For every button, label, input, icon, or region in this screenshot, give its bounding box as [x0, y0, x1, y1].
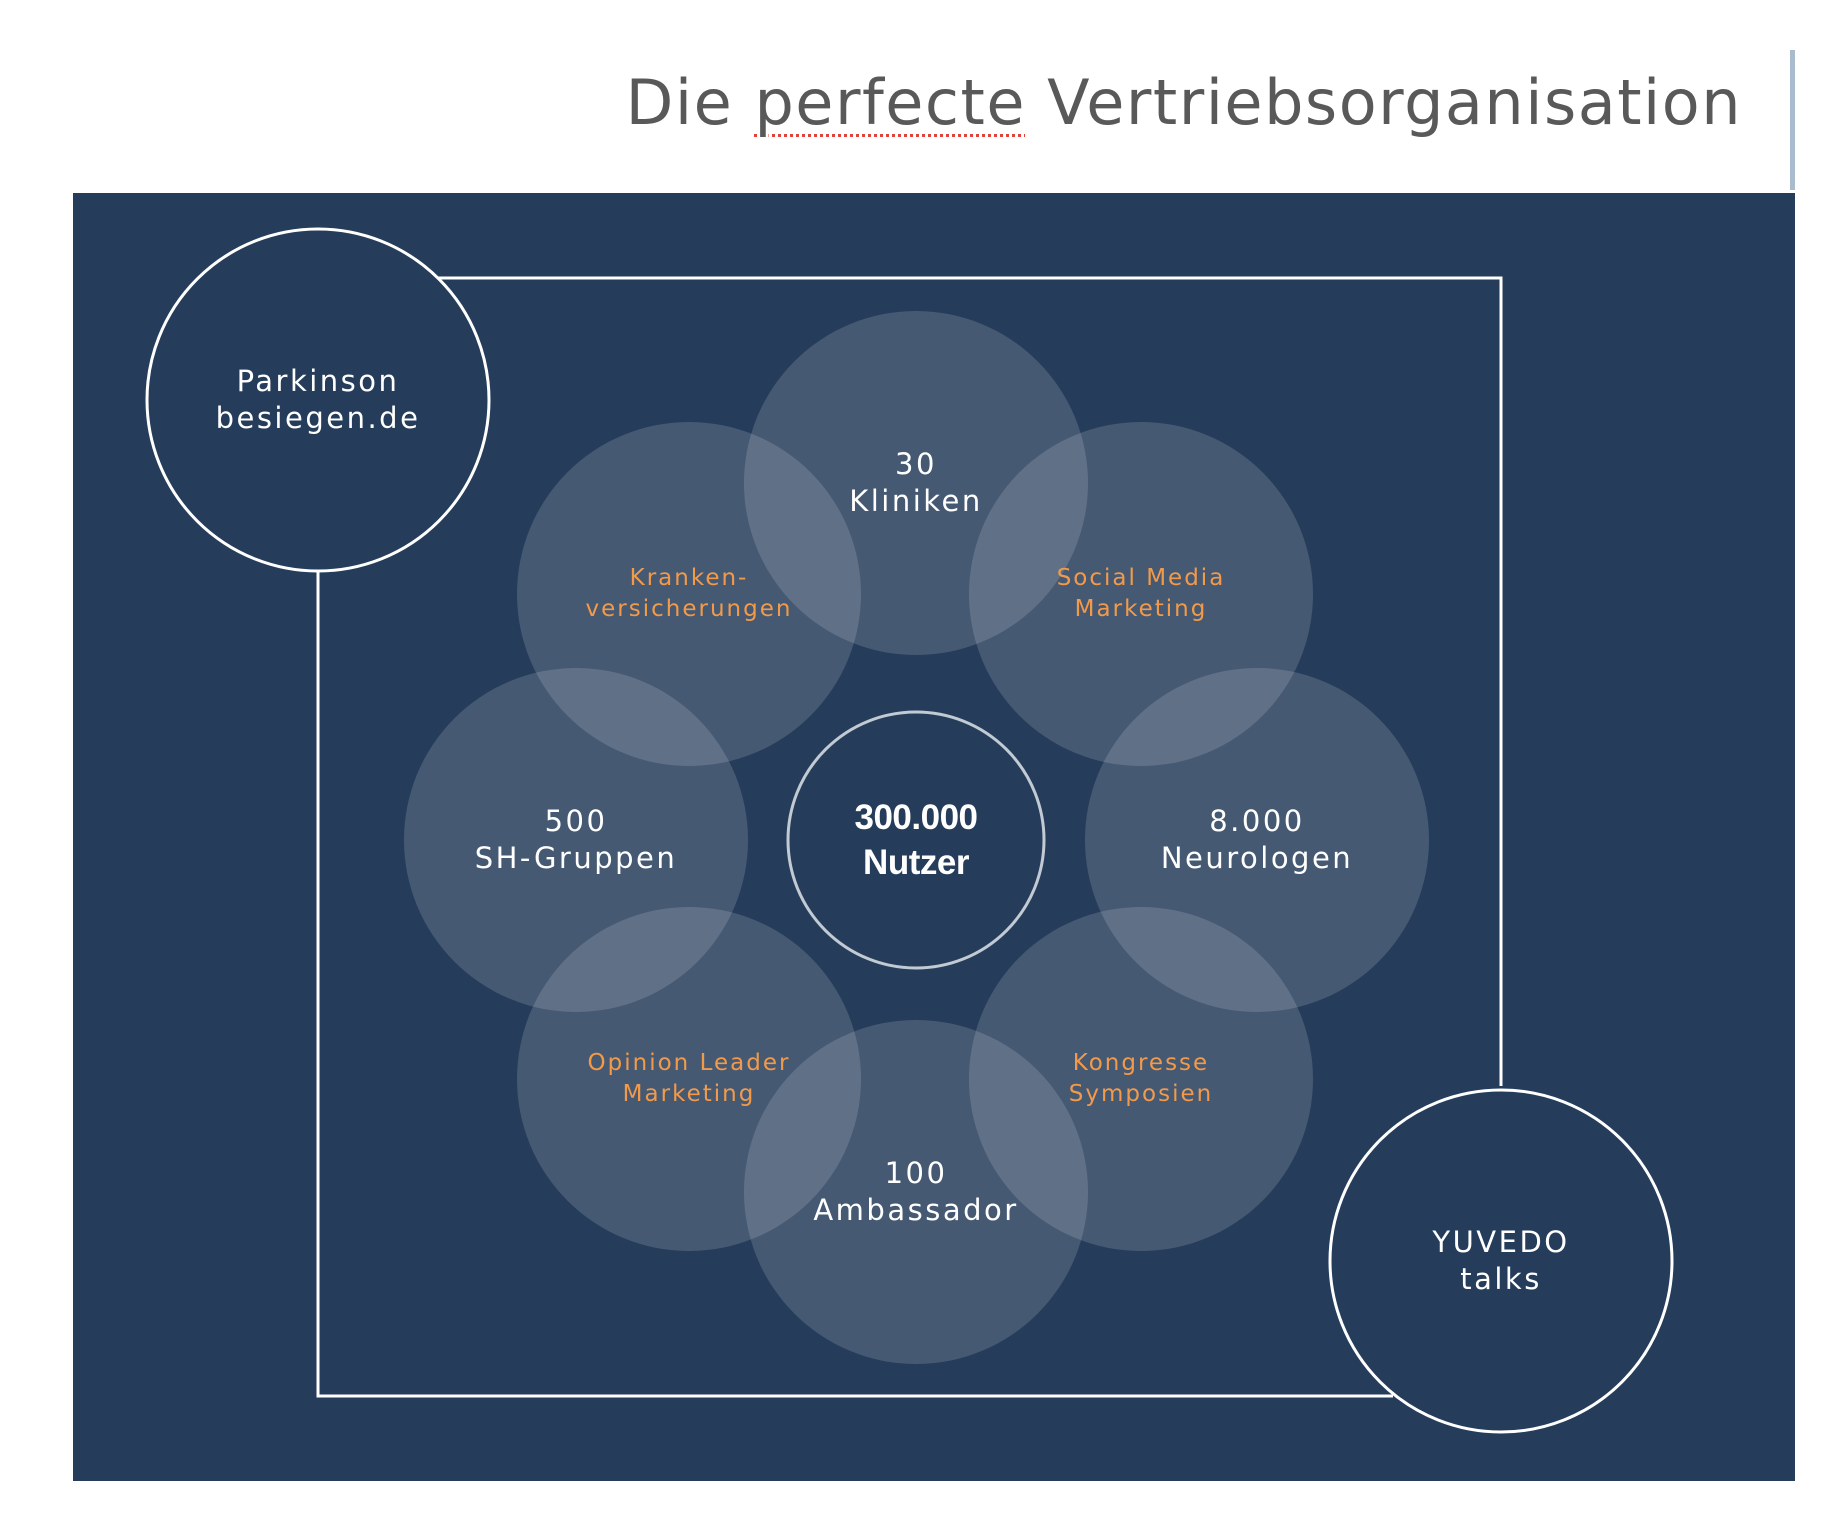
corner-node-bottom-right-line1: YUVEDO: [1432, 1225, 1570, 1259]
corner-node-bottom-right-label: YUVEDO talks: [1432, 1224, 1569, 1298]
petal-bottom-label: 100 Ambassador: [813, 1155, 1018, 1229]
petal-left-line1: 500: [544, 804, 608, 838]
petal-left-circle: [404, 668, 748, 1012]
petal-top-left-label: Kranken- versicherungen: [586, 563, 793, 625]
petal-left-line2: SH-Gruppen: [474, 841, 678, 875]
petal-bottom-left-circle: [517, 907, 861, 1251]
petal-right-line2: Neurologen: [1160, 841, 1354, 875]
title-part-after: Vertriebsorganisation: [1025, 66, 1742, 139]
corner-node-bottom-right-circle: [1328, 1088, 1674, 1434]
corner-node-top-left-line1: Parkinson: [236, 364, 400, 398]
petal-top-label: 30 Kliniken: [849, 446, 983, 520]
petal-top-circle: [744, 311, 1088, 655]
petal-right-circle: [1085, 668, 1429, 1012]
petal-bottom-left-line1: Opinion Leader: [587, 1050, 791, 1076]
petal-top-right-circle: [969, 422, 1313, 766]
petal-top-right-label: Social Media Marketing: [1057, 563, 1226, 625]
petal-bottom-left-line2: Marketing: [622, 1081, 756, 1107]
petal-right-label: 8.000 Neurologen: [1161, 803, 1353, 877]
petal-bottom-right-line2: Symposien: [1068, 1081, 1214, 1107]
frame-top-right-line: [438, 276, 1503, 1086]
petal-bottom-right-label: Kongresse Symposien: [1069, 1048, 1213, 1110]
petal-top-left-line2: versicherungen: [585, 596, 793, 622]
petal-top-line1: 30: [895, 447, 937, 481]
petal-top-line2: Kliniken: [849, 484, 983, 518]
petal-top-right-line1: Social Media: [1056, 565, 1226, 591]
diagram-panel: Parkinson besiegen.de YUVEDO talks 30 Kl…: [73, 193, 1795, 1481]
petal-bottom-right-circle: [969, 907, 1313, 1251]
slide-title: Die perfecte Vertriebsorganisation: [626, 66, 1742, 139]
center-line2: Nutzer: [863, 843, 969, 882]
petal-bottom-line2: Ambassador: [813, 1193, 1019, 1227]
slide-accent-bar: [1790, 50, 1795, 190]
title-misspelled-word: perfecte: [754, 66, 1026, 139]
title-part-before: Die: [625, 66, 755, 139]
corner-node-top-left-line2: besiegen.de: [215, 401, 421, 435]
frame-bottom-left-line: [316, 571, 1393, 1398]
petal-bottom-circle: [744, 1020, 1088, 1364]
petal-bottom-right-line1: Kongresse: [1072, 1050, 1210, 1076]
petal-bottom-left-label: Opinion Leader Marketing: [588, 1048, 791, 1110]
petal-bottom-line1: 100: [884, 1156, 948, 1190]
corner-node-top-left-label: Parkinson besiegen.de: [216, 363, 421, 437]
corner-node-bottom-right-line2: talks: [1460, 1262, 1542, 1296]
petal-top-right-line2: Marketing: [1074, 596, 1208, 622]
center-label: 300.000 Nutzer: [854, 795, 978, 885]
center-line1: 300.000: [854, 798, 978, 837]
center-circle: [786, 710, 1046, 970]
petal-right-line1: 8.000: [1209, 804, 1305, 838]
petal-top-left-line1: Kranken-: [629, 565, 749, 591]
petal-top-left-circle: [517, 422, 861, 766]
corner-node-top-left-circle: [145, 227, 491, 573]
diagram-graphics: [145, 227, 1674, 1434]
petal-left-label: 500 SH-Gruppen: [475, 803, 678, 877]
